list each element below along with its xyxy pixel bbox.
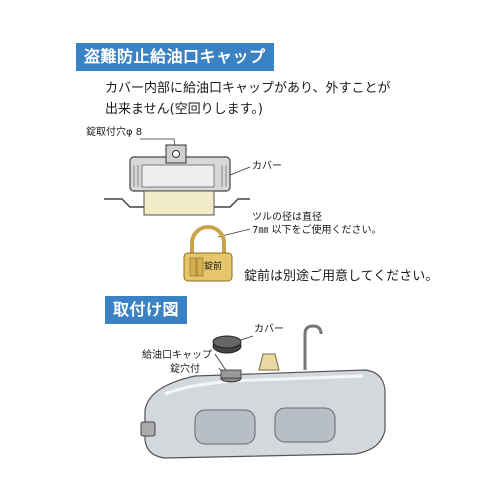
cap-cross-section-diagram [104,138,251,216]
install-cover-label: カバー [254,324,284,335]
padlock-text: 錠前 [204,262,223,272]
shackle-note-line-1: ツルの径は直径 [252,212,322,223]
description-line-1: カバー内部に給油口キャップがあり、外すことが [105,81,391,96]
install-cap-label: 給油口キャップ [142,350,212,361]
padlock-icon [183,225,251,282]
shackle-note-line-2: 7㎜ 以下をご使用ください。 [252,225,382,236]
installation-tank-diagram [140,324,386,459]
description-line-2: 出来ません(空回りします。) [105,102,263,117]
section-heading-anti-theft-cap: 盗難防止給油口キャップ [76,43,274,71]
cover-label: カバー [252,161,282,172]
padlock-note: 錠前は別途ご用意してください。 [244,269,439,284]
install-lock-hole-label: 錠穴付 [170,364,200,375]
section-heading-installation: 取付け図 [105,296,188,324]
lock-hole-label: 錠取付穴φ 8 [86,127,143,138]
